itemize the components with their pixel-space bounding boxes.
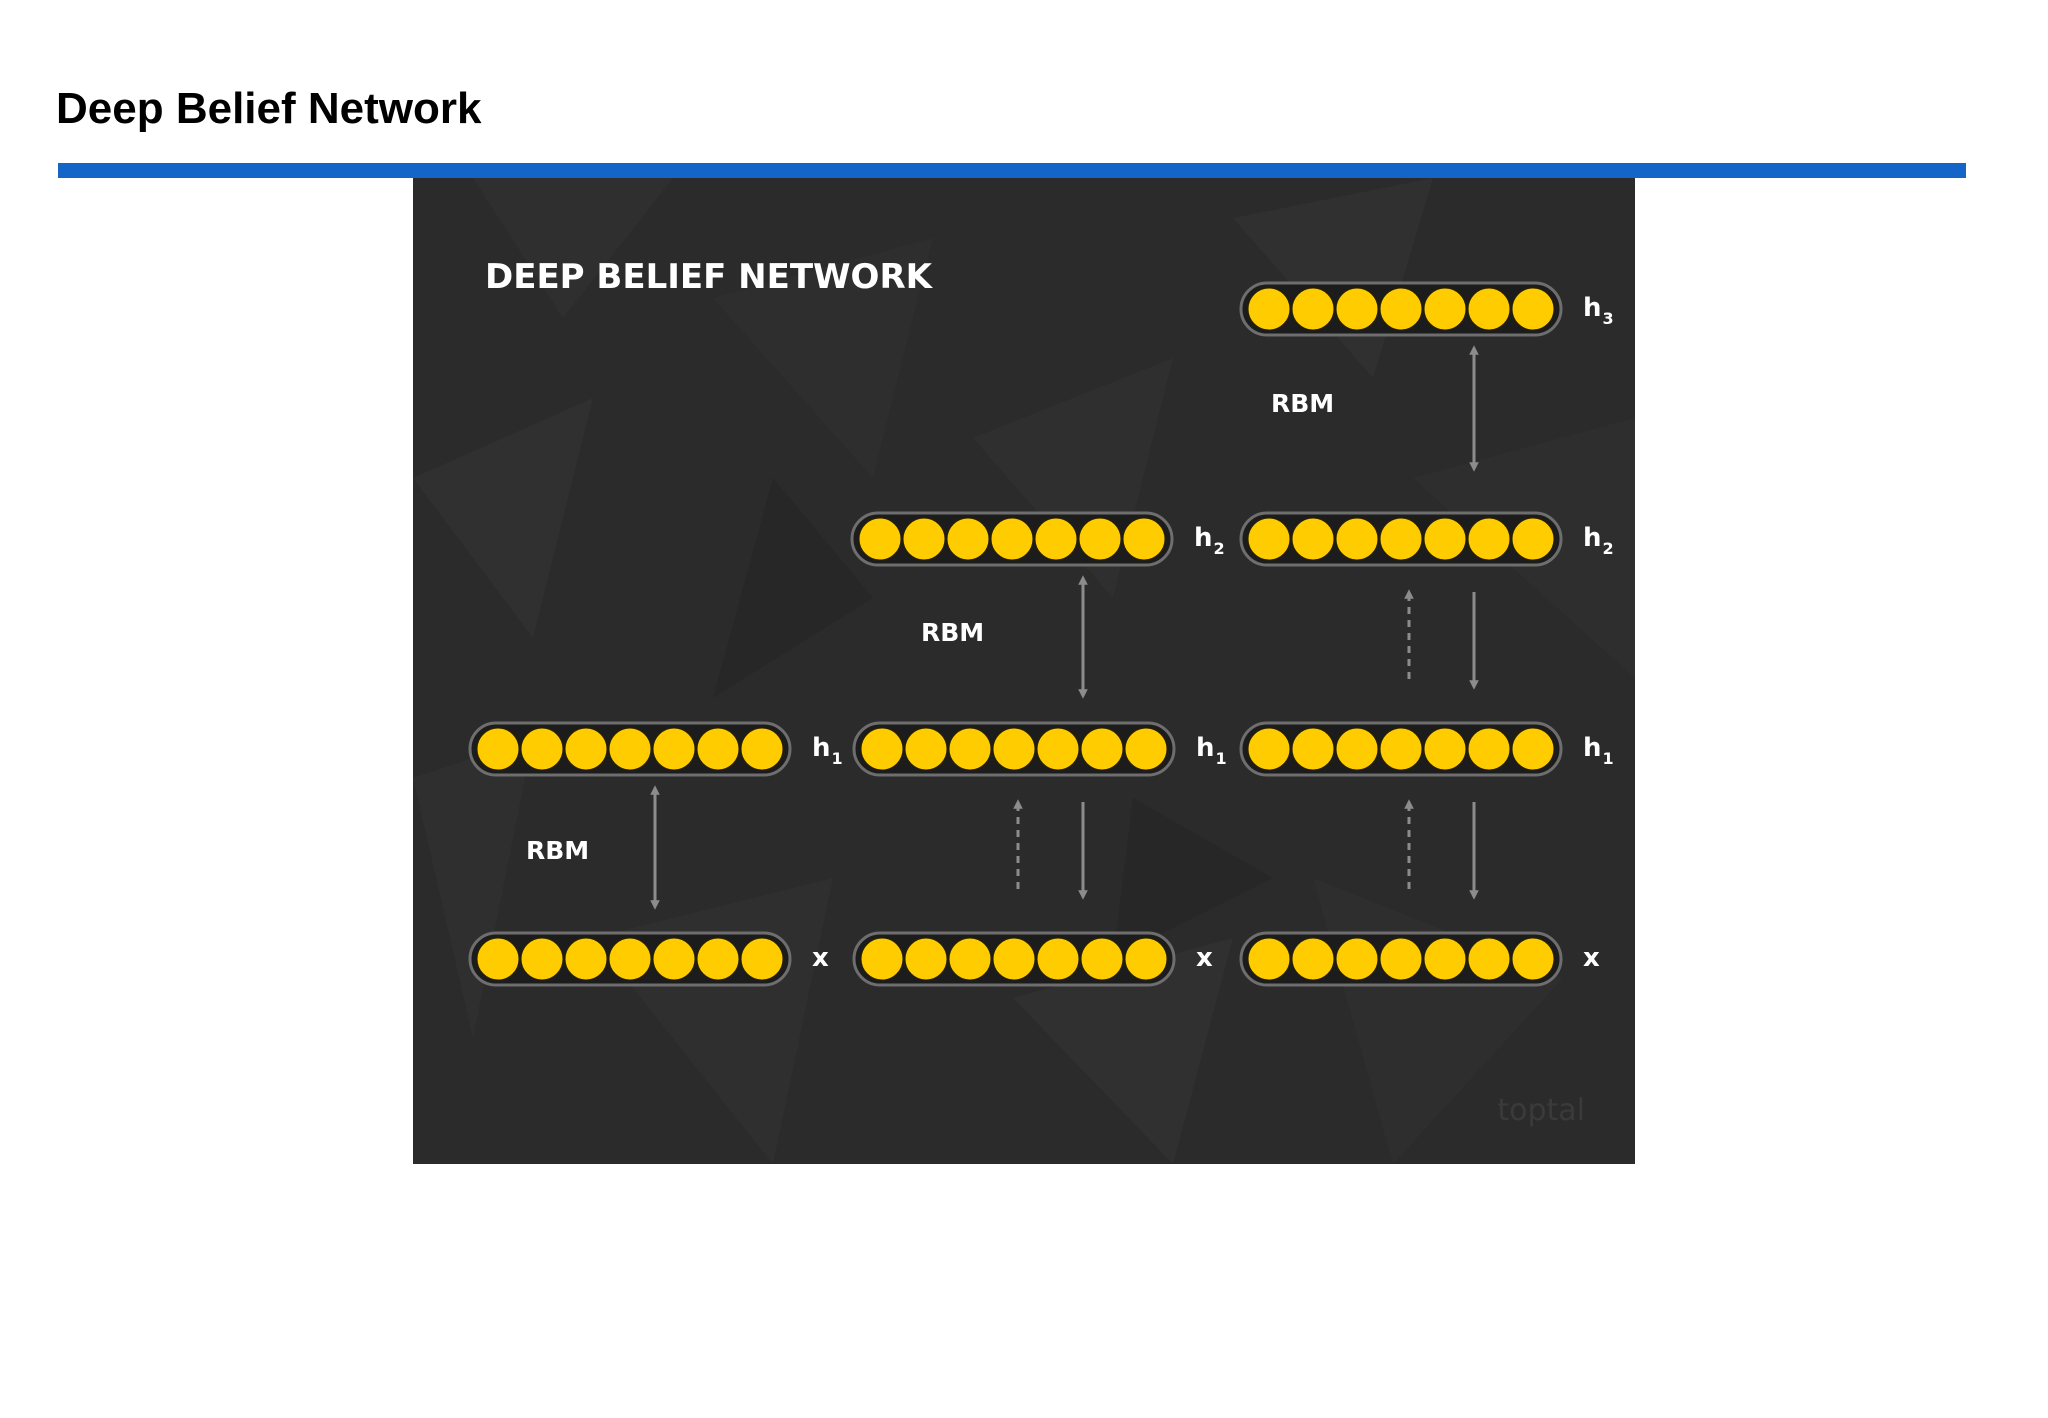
neuron-node — [1247, 517, 1291, 561]
neuron-node — [1291, 287, 1335, 331]
dbn-diagram: DEEP BELIEF NETWORK h1 x h2 h1 x h3 h2 h1 x RBM R… — [413, 178, 1635, 1164]
neuron-node — [1291, 727, 1335, 771]
layer-subscript: 2 — [1214, 539, 1225, 558]
neuron-node — [1335, 937, 1379, 981]
layer-stage3-h2: h2 — [1239, 511, 1614, 567]
neuron-node — [946, 517, 990, 561]
neuron-node — [904, 937, 948, 981]
neuron-node — [1080, 727, 1124, 771]
diagram-heading: DEEP BELIEF NETWORK — [485, 257, 934, 297]
neuron-node — [1335, 517, 1379, 561]
layer-subscript: 1 — [832, 749, 843, 768]
neuron-node — [1511, 937, 1555, 981]
neuron-node — [1467, 517, 1511, 561]
neuron-node — [1291, 937, 1335, 981]
neuron-node — [1036, 937, 1080, 981]
layer-stage1-x: x — [468, 931, 829, 987]
neuron-node — [1080, 937, 1124, 981]
layer-subscript: 2 — [1603, 539, 1614, 558]
layer-subscript: 3 — [1603, 309, 1614, 328]
neuron-node — [1511, 517, 1555, 561]
layer-label: x — [1196, 943, 1213, 973]
layer-label: x — [812, 943, 829, 973]
dbn-diagram-canvas: DEEP BELIEF NETWORK h1 x h2 h1 x h3 h2 h1 x RBM R… — [413, 178, 1635, 1164]
neuron-node — [1034, 517, 1078, 561]
neuron-node — [1247, 287, 1291, 331]
layer-stage2-h1: h1 — [852, 721, 1227, 777]
layer-subscript: 1 — [1603, 749, 1614, 768]
neuron-node — [1467, 937, 1511, 981]
neuron-node — [520, 937, 564, 981]
neuron-node — [860, 937, 904, 981]
neuron-node — [1423, 937, 1467, 981]
neuron-node — [740, 937, 784, 981]
neuron-node — [1124, 937, 1168, 981]
neuron-node — [1124, 727, 1168, 771]
neuron-node — [476, 937, 520, 981]
neuron-node — [608, 937, 652, 981]
neuron-node — [1247, 937, 1291, 981]
neuron-node — [652, 727, 696, 771]
neuron-node — [1122, 517, 1166, 561]
neuron-node — [1423, 727, 1467, 771]
neuron-node — [948, 727, 992, 771]
neuron-node — [740, 727, 784, 771]
neuron-node — [564, 937, 608, 981]
neuron-node — [990, 517, 1034, 561]
neuron-node — [476, 727, 520, 771]
neuron-node — [1379, 517, 1423, 561]
layer-stage3-x: x — [1239, 931, 1600, 987]
neuron-node — [1379, 727, 1423, 771]
neuron-node — [608, 727, 652, 771]
neuron-node — [696, 937, 740, 981]
neuron-node — [1379, 287, 1423, 331]
layer-stage2-h2: h2 — [850, 511, 1225, 567]
layer-stage3-h3: h3 — [1239, 281, 1614, 337]
neuron-node — [696, 727, 740, 771]
neuron-node — [1511, 727, 1555, 771]
page-title: Deep Belief Network — [56, 84, 482, 133]
toptal-watermark: toptal — [1497, 1093, 1585, 1128]
layer-subscript: 1 — [1216, 749, 1227, 768]
neuron-node — [904, 727, 948, 771]
layer-label: h3 — [1583, 293, 1614, 328]
neuron-node — [564, 727, 608, 771]
neuron-node — [1423, 517, 1467, 561]
neuron-node — [652, 937, 696, 981]
neuron-node — [1467, 287, 1511, 331]
neuron-node — [902, 517, 946, 561]
neuron-node — [1078, 517, 1122, 561]
rbm-label: RBM — [526, 836, 589, 865]
neuron-node — [1423, 287, 1467, 331]
title-divider — [58, 163, 1966, 178]
neuron-node — [1247, 727, 1291, 771]
layer-stage1-h1: h1 — [468, 721, 843, 777]
rbm-label: RBM — [921, 618, 984, 647]
neuron-node — [948, 937, 992, 981]
neuron-node — [520, 727, 564, 771]
rbm-label: RBM — [1271, 389, 1334, 418]
neuron-node — [1291, 517, 1335, 561]
neuron-node — [1335, 727, 1379, 771]
neuron-node — [1335, 287, 1379, 331]
neuron-node — [992, 937, 1036, 981]
neuron-node — [858, 517, 902, 561]
layer-stage2-x: x — [852, 931, 1213, 987]
neuron-node — [1511, 287, 1555, 331]
neuron-node — [860, 727, 904, 771]
neuron-node — [1467, 727, 1511, 771]
layer-label: x — [1583, 943, 1600, 973]
neuron-node — [1379, 937, 1423, 981]
layer-stage3-h1: h1 — [1239, 721, 1614, 777]
neuron-node — [1036, 727, 1080, 771]
neuron-node — [992, 727, 1036, 771]
